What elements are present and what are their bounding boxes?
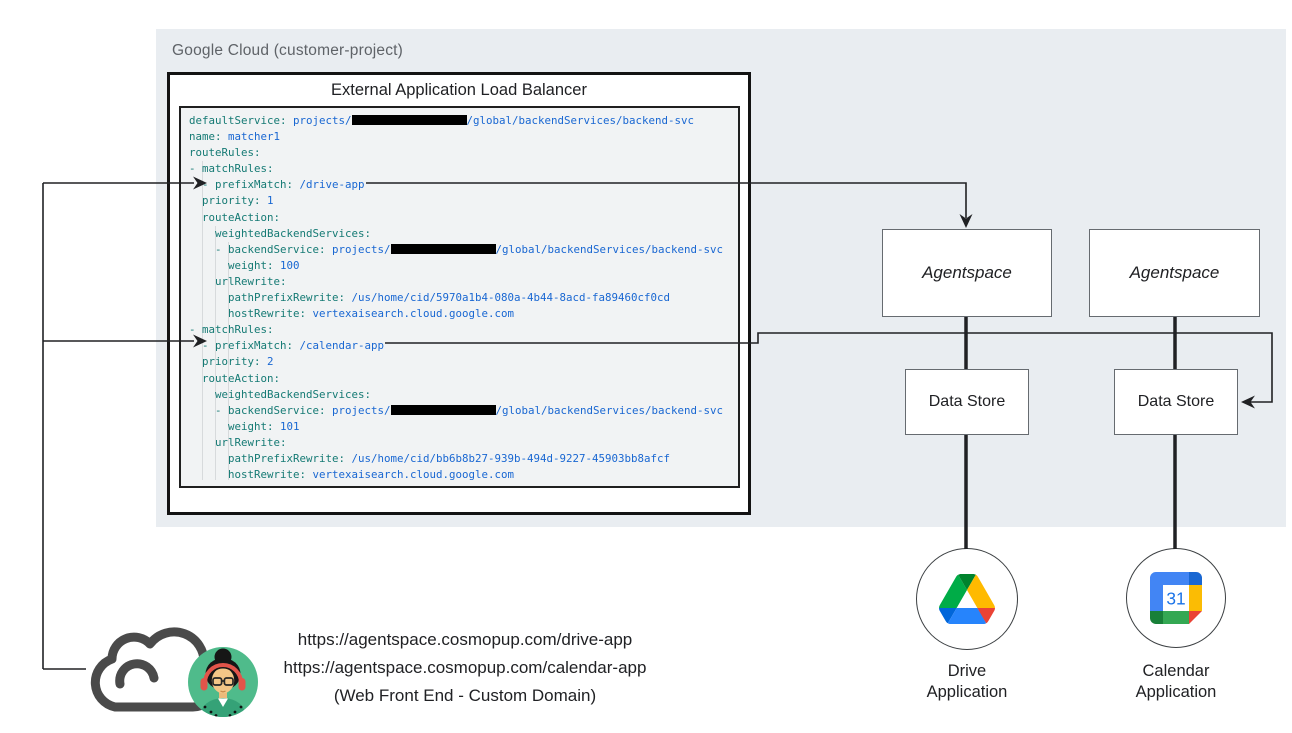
label-line: Calendar: [1142, 662, 1210, 680]
user-avatar-icon: [188, 647, 258, 717]
redacted-project-id: [351, 115, 467, 125]
calendar-application-label: Calendar Application: [1106, 661, 1246, 703]
url-map-code-block: defaultService: projects//global/backend…: [179, 106, 740, 488]
web-front-end-text: https://agentspace.cosmopup.com/drive-ap…: [240, 626, 690, 710]
datastore-label: Data Store: [928, 393, 1006, 410]
label-line: Application: [1135, 683, 1217, 701]
calendar-day-number: 31: [1166, 589, 1185, 609]
indent-guide: [202, 161, 203, 480]
redacted-project-id: [390, 243, 496, 254]
agentspace-box-calendar: Agentspace: [1089, 229, 1260, 317]
indent-guide: [228, 242, 229, 480]
drive-application-circle: [916, 548, 1018, 650]
label-line: Drive: [947, 662, 987, 680]
label-line: Application: [926, 683, 1008, 701]
calendar-app-url: https://agentspace.cosmopup.com/calendar…: [283, 658, 647, 677]
front-end-caption: (Web Front End - Custom Domain): [333, 686, 597, 705]
agentspace-box-drive: Agentspace: [882, 229, 1052, 317]
cloud-icon: [90, 627, 221, 712]
agentspace-label: Agentspace: [922, 263, 1012, 282]
region-label: Google Cloud (customer-project): [172, 42, 404, 59]
redacted-project-id: [390, 404, 496, 415]
lb-route-config-code: defaultService: projects//global/backend…: [189, 114, 724, 482]
google-calendar-icon: 31: [1150, 572, 1202, 624]
indent-guide: [215, 226, 216, 480]
drive-application-label: Drive Application: [897, 661, 1037, 703]
datastore-label: Data Store: [1137, 393, 1215, 410]
load-balancer-box: External Application Load Balancer defau…: [167, 72, 751, 515]
drive-app-url: https://agentspace.cosmopup.com/drive-ap…: [297, 630, 633, 649]
datastore-box-drive: Data Store: [905, 369, 1029, 435]
load-balancer-title: External Application Load Balancer: [331, 81, 587, 99]
google-drive-icon: [939, 574, 995, 624]
agentspace-label: Agentspace: [1129, 263, 1220, 282]
datastore-box-calendar: Data Store: [1114, 369, 1238, 435]
